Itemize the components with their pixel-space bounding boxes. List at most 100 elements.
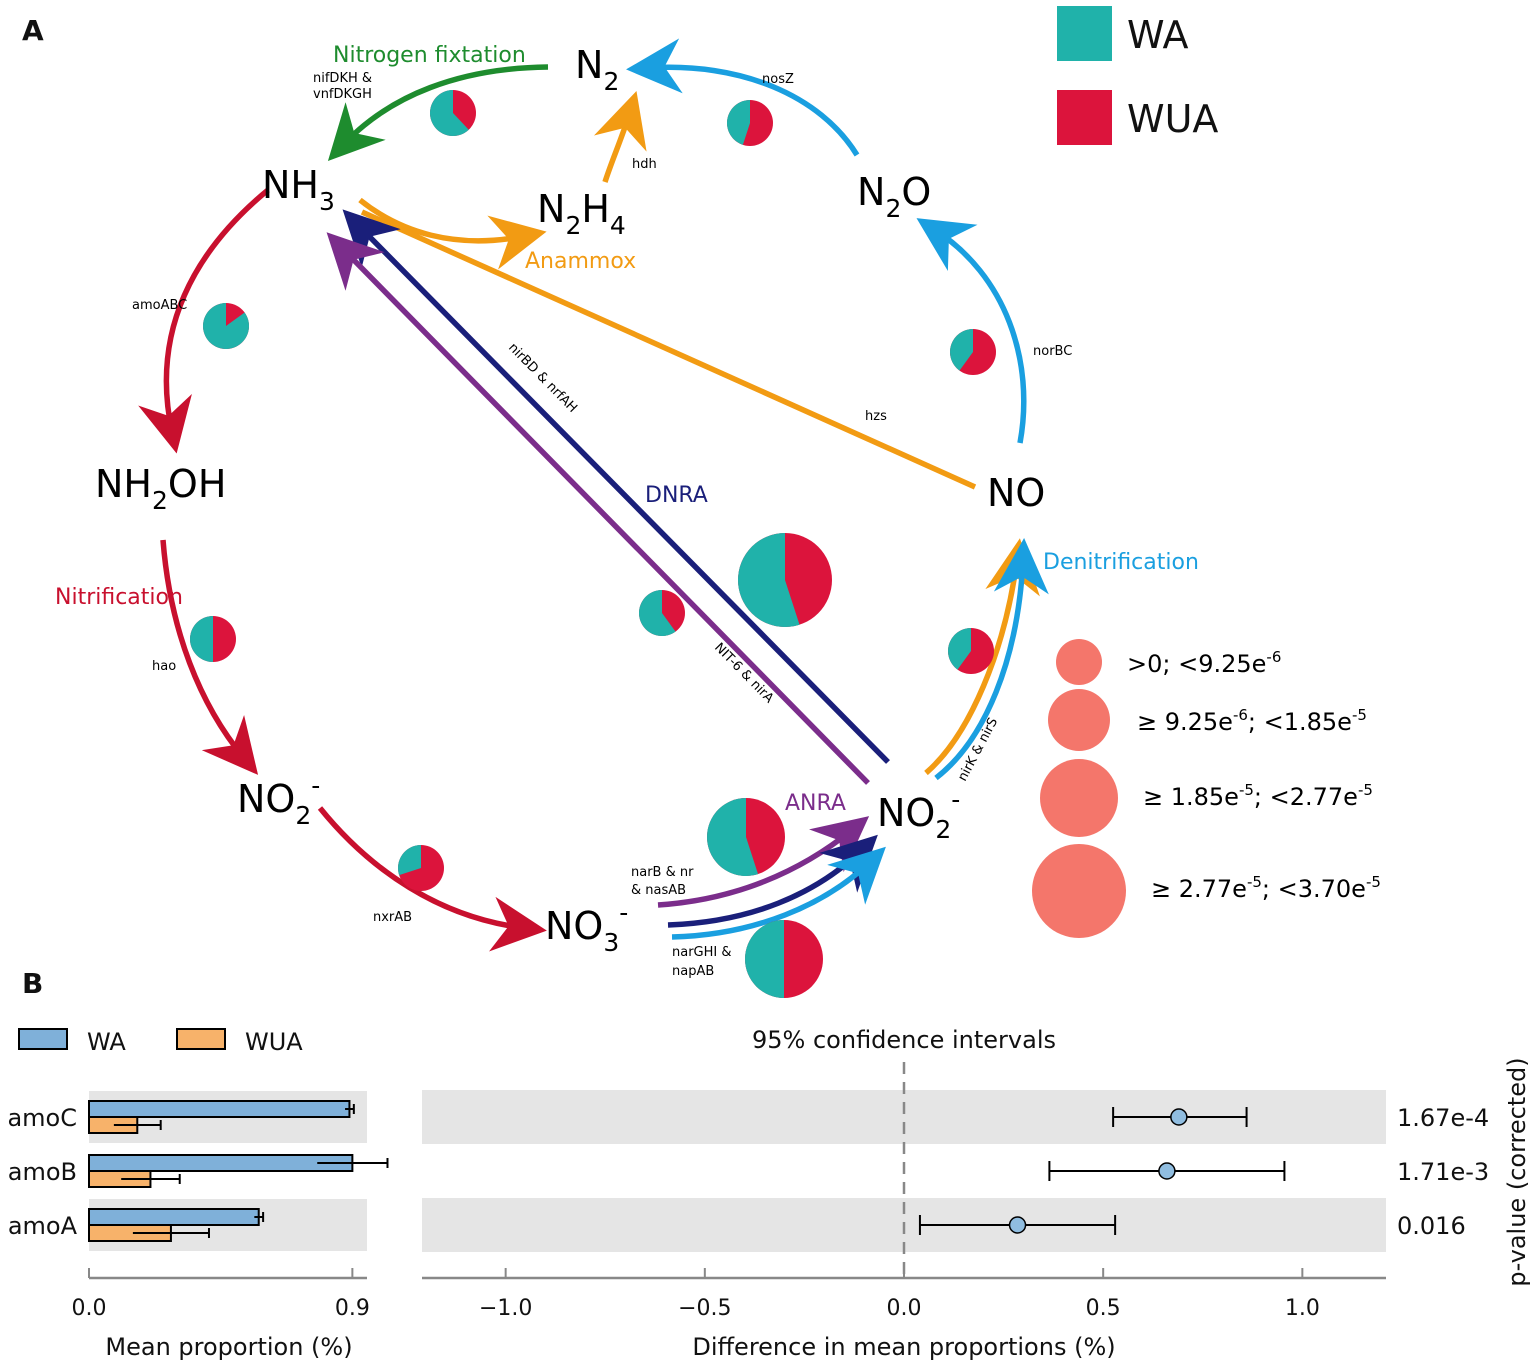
size-marker-3 xyxy=(1040,759,1118,837)
pie-norbc xyxy=(949,329,996,375)
pvalue-axis-label: p-value (corrected) xyxy=(1503,1057,1531,1286)
molecule-nh3: NH3 xyxy=(262,163,335,216)
ci-point xyxy=(1158,1162,1176,1180)
nitrogen-fixation-arrow xyxy=(327,64,549,162)
size-label-3: ≥ 1.85e-5; <2.77e-5 xyxy=(1143,781,1373,811)
bar-x-tick-label: 0.0 xyxy=(72,1296,107,1321)
hdh-arrow xyxy=(594,90,647,183)
ci-x-tick-label: 1.0 xyxy=(1285,1296,1320,1321)
anra-nh3-arrow xyxy=(326,232,870,785)
molecule-n2: N2 xyxy=(575,43,619,96)
molecule-no2-left: NO2- xyxy=(237,771,320,830)
pie-dnra-large xyxy=(737,533,832,628)
category-label: amoC xyxy=(7,1104,77,1132)
gene-nif-line1: nifDKH & xyxy=(313,71,372,86)
pie-slice-wa xyxy=(737,533,800,628)
gene-amoabc: amoABC xyxy=(132,298,187,313)
legend-b-wua-swatch xyxy=(176,1028,226,1050)
gene-narb-line1: narB & nr xyxy=(631,865,694,880)
p-value-label: 0.016 xyxy=(1397,1212,1466,1240)
gene-hzs: hzs xyxy=(865,409,887,424)
pie-hao xyxy=(190,616,236,662)
molecule-no: NO xyxy=(987,471,1045,515)
molecule-nh2oh: NH2OH xyxy=(95,462,226,515)
gene-norbc: norBC xyxy=(1033,344,1072,359)
legend-wua-swatch xyxy=(1057,90,1112,145)
dnra-arrow xyxy=(342,209,890,764)
size-legend: >0; <9.25e-6 ≥ 9.25e-6; <1.85e-5 ≥ 1.85e… xyxy=(1032,639,1381,938)
label-nitrogen-fixation: Nitrogen fixtation xyxy=(333,43,526,68)
pie-slice-wa xyxy=(190,616,213,662)
legend-wua-label: WUA xyxy=(1127,97,1218,141)
gene-nosz: nosZ xyxy=(762,72,794,87)
label-anammox: Anammox xyxy=(525,249,636,274)
ci-title: 95% confidence intervals xyxy=(752,1026,1056,1054)
label-denitrification: Denitrification xyxy=(1043,550,1199,575)
pie-charts xyxy=(190,90,996,998)
gene-narghi-line2: napAB xyxy=(672,964,714,979)
bar-wa xyxy=(88,1154,354,1172)
panel-b-label: B xyxy=(22,967,43,1000)
ci-x-tick-label: 0.5 xyxy=(1086,1296,1121,1321)
gene-narb-line2: & nasAB xyxy=(631,883,686,898)
legend-b-wua-label: WUA xyxy=(245,1028,303,1056)
legend-b-wa-label: WA xyxy=(87,1028,126,1056)
pie-nit6 xyxy=(638,590,685,636)
panel-a-label: A xyxy=(22,14,44,47)
p-value-label: 1.67e-4 xyxy=(1397,1104,1489,1132)
bar-xlabel: Mean proportion (%) xyxy=(105,1333,352,1361)
legend-wa-label: WA xyxy=(1127,13,1189,57)
legend-b-wa-swatch xyxy=(18,1028,68,1050)
legend-wa-swatch xyxy=(1057,6,1112,61)
hao-arrow xyxy=(160,539,259,775)
norbc-arrow xyxy=(916,218,1027,444)
bar-x-tick-label: 0.9 xyxy=(335,1296,370,1321)
gene-nirbd: nirBD & nrfAH xyxy=(505,340,580,416)
ci-xlabel: Difference in mean proportions (%) xyxy=(692,1333,1115,1361)
bar-wa xyxy=(88,1100,351,1118)
legend-b: WA WUA xyxy=(18,1028,303,1056)
category-label: amoA xyxy=(8,1212,78,1240)
molecule-no2-right: NO2- xyxy=(877,785,960,844)
label-dnra: DNRA xyxy=(645,483,708,508)
pie-anra xyxy=(707,798,785,876)
ci-point xyxy=(1170,1108,1188,1126)
molecule-n2h4: N2H4 xyxy=(537,187,626,240)
ci-x-tick-label: −1.0 xyxy=(479,1296,532,1321)
size-marker-4 xyxy=(1032,844,1126,938)
pie-nosz xyxy=(727,100,773,146)
gene-nif-line2: vnfDKGH xyxy=(313,87,372,102)
pie-slice-wa xyxy=(638,590,676,636)
size-marker-1 xyxy=(1056,639,1102,685)
pie-amoabc xyxy=(203,303,250,349)
pie-nxrab xyxy=(398,845,444,891)
bar-wa xyxy=(88,1208,260,1226)
size-label-1: >0; <9.25e-6 xyxy=(1127,648,1281,678)
pie-slice-wa xyxy=(203,303,250,349)
gene-nit6: NIT-6 & nirA xyxy=(711,640,776,706)
narghi-arrow xyxy=(671,846,886,940)
molecule-n2o: N2O xyxy=(857,170,931,223)
gene-narghi-line1: narGHI & xyxy=(672,945,732,960)
category-label: amoB xyxy=(8,1158,77,1186)
legend-a: WA WUA xyxy=(1057,6,1218,145)
gene-nxrab: nxrAB xyxy=(373,910,412,925)
ci-x-tick-label: 0.0 xyxy=(887,1296,922,1321)
pie-narghi xyxy=(745,920,823,998)
label-nitrification: Nitrification xyxy=(55,585,183,610)
pie-slice-wa xyxy=(948,628,971,670)
pie-slice-wa xyxy=(949,329,973,371)
denitrification-no-arrow xyxy=(934,538,1049,781)
size-label-4: ≥ 2.77e-5; <3.70e-5 xyxy=(1151,873,1381,903)
nosz-arrow xyxy=(626,38,860,157)
ci-x-tick-label: −0.5 xyxy=(678,1296,731,1321)
hzs-line xyxy=(360,209,977,490)
size-label-2: ≥ 9.25e-6; <1.85e-5 xyxy=(1137,706,1367,736)
pie-slice-wa xyxy=(707,798,759,876)
pathway-arrows xyxy=(138,38,1049,952)
pie-slice-wa xyxy=(727,100,750,145)
gene-hao: hao xyxy=(152,659,176,674)
pie-slice-wa xyxy=(429,90,469,136)
